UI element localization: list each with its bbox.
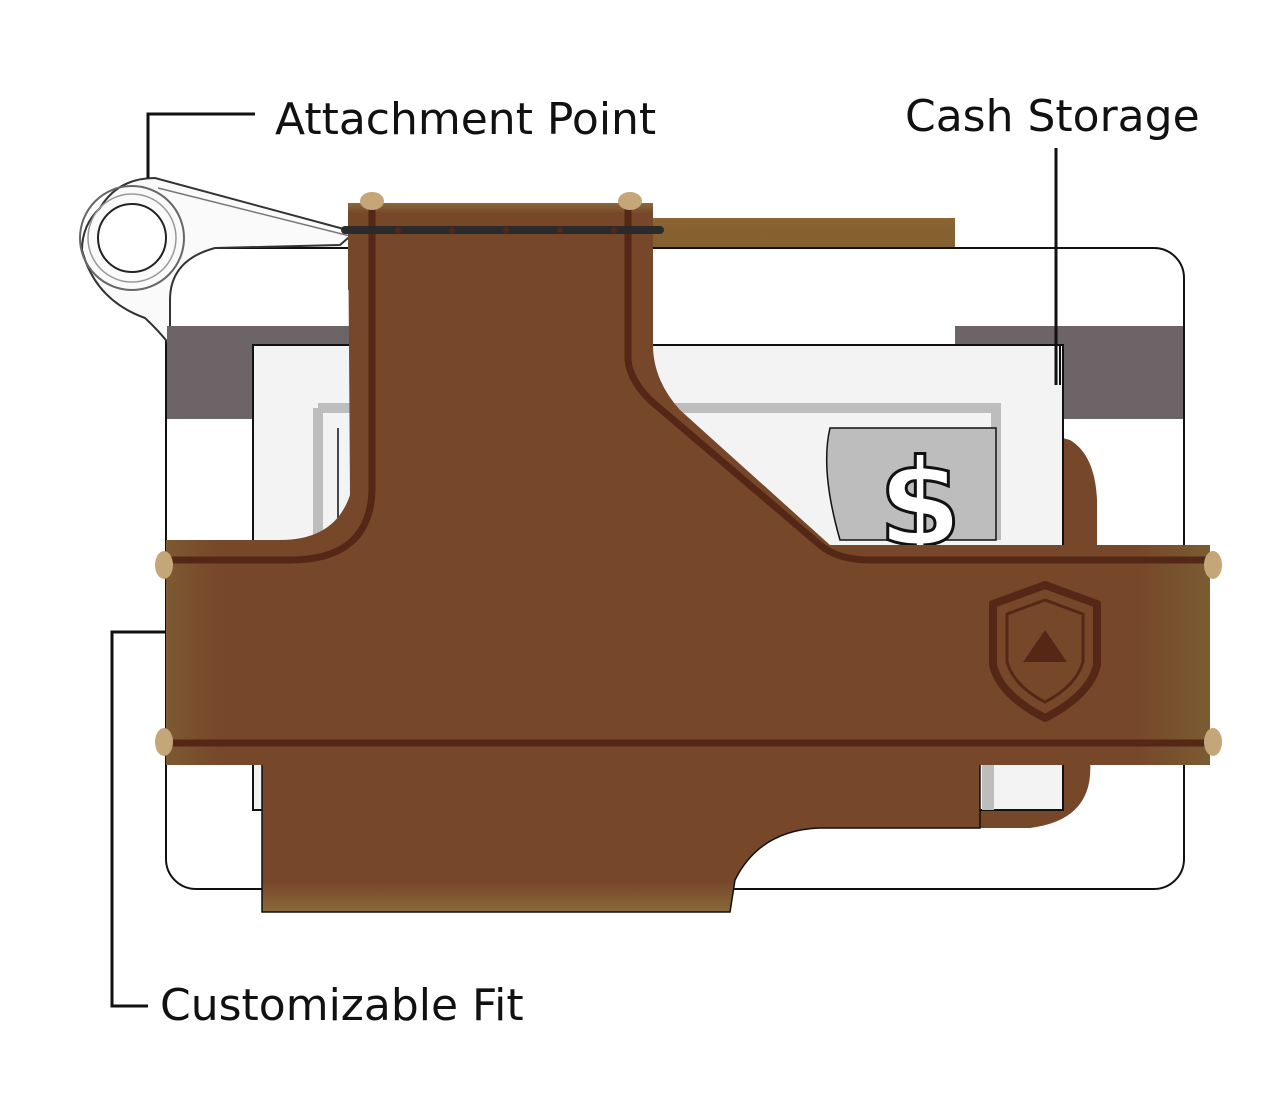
- bill-gray-panel: [825, 427, 997, 541]
- bottom-leather-flap: [261, 759, 981, 913]
- label-customizable-fit: Customizable Fit: [160, 980, 524, 1031]
- leather-strap-top: [348, 203, 653, 290]
- attachment-point-leader: [146, 112, 255, 178]
- rivet-low-right: [1204, 728, 1222, 756]
- rivet-low-left: [155, 728, 173, 756]
- leather-groove-left: [166, 205, 376, 564]
- rivet-top-left: [360, 192, 384, 210]
- label-attachment-point: Attachment Point: [275, 94, 656, 145]
- shield-logo-icon: [989, 581, 1101, 722]
- rivet-top-right: [618, 192, 642, 210]
- main-leather-body: [166, 203, 1210, 765]
- rivets: [155, 192, 1222, 756]
- rivet-mid-right: [1204, 551, 1222, 579]
- leather-groove-right: [624, 205, 1210, 564]
- customizable-fit-leader: [110, 630, 166, 1008]
- label-cash-storage: Cash Storage: [905, 91, 1200, 142]
- attachment-cord: [341, 226, 664, 234]
- attachment-ring: [79, 176, 358, 348]
- rivet-mid-left: [155, 551, 173, 579]
